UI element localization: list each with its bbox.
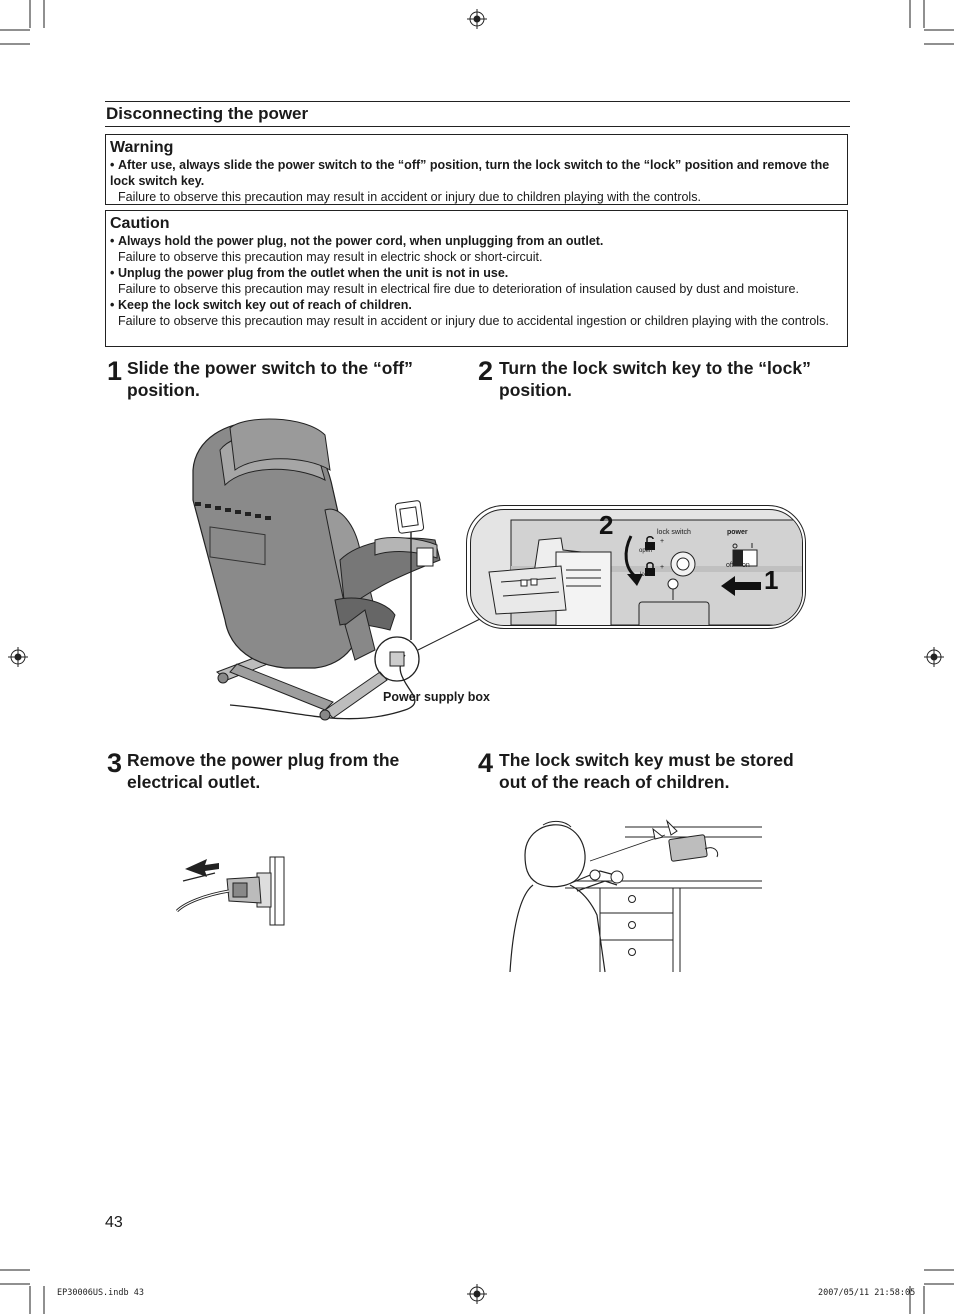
step-2-line2: position. — [499, 380, 572, 400]
bullet: • — [110, 234, 115, 248]
registration-mark-icon — [467, 9, 487, 29]
off-label: off — [726, 562, 734, 569]
step-3-line2: electrical outlet. — [127, 772, 261, 792]
detail-callout-box: 2 1 lock switch open lock power off on +… — [466, 505, 806, 629]
child-reaching-illustration — [509, 819, 762, 973]
detail-step-2-label: 2 — [599, 510, 614, 540]
step-2-line1: Turn the lock switch key to the “lock” — [499, 358, 811, 378]
step-1-text: Slide the power switch to the “off” posi… — [127, 357, 413, 401]
power-box-detail-drawing — [488, 519, 802, 625]
caution-item-text: Failure to observe this precaution may r… — [118, 282, 799, 296]
step-4-line2: out of the reach of children. — [499, 772, 730, 792]
plus-sign: + — [660, 564, 665, 571]
plus-sign: + — [660, 538, 665, 545]
step-4-text: The lock switch key must be stored out o… — [499, 749, 794, 793]
caution-item-bold: Always hold the power plug, not the powe… — [118, 234, 604, 248]
section-rule-top — [105, 101, 850, 102]
footer-timestamp: 2007/05/11 21:58:05 — [818, 1288, 916, 1298]
step-4-number: 4 — [478, 748, 494, 778]
warning-item-text: Failure to observe this precaution may r… — [118, 190, 701, 204]
lock-icon — [645, 562, 655, 576]
step-3-line1: Remove the power plug from the — [127, 750, 400, 770]
power-supply-box-label: Power supply box — [383, 690, 490, 704]
step-2-number: 2 — [478, 356, 494, 386]
detail-panel — [470, 509, 803, 626]
lock-label: lock — [640, 572, 651, 578]
caution-item-bold: Unplug the power plug from the outlet wh… — [118, 266, 509, 280]
caution-item-bold: Keep the lock switch key out of reach of… — [118, 298, 412, 312]
bullet: • — [110, 158, 115, 172]
step-3-text: Remove the power plug from the electrica… — [127, 749, 399, 793]
page-number: 43 — [105, 1214, 123, 1231]
caution-item: •Unplug the power plug from the outlet w… — [110, 265, 843, 297]
bullet: • — [110, 298, 115, 312]
unlock-icon — [645, 536, 655, 550]
caution-item: •Keep the lock switch key out of reach o… — [110, 297, 843, 329]
detail-step-1-label: 1 — [764, 565, 779, 595]
registration-mark-icon — [924, 647, 944, 667]
caution-box: Caution •Always hold the power plug, not… — [105, 210, 848, 347]
warning-item-bold: After use, always slide the power switch… — [110, 158, 830, 188]
caution-item: •Always hold the power plug, not the pow… — [110, 233, 843, 265]
arrow-down-icon — [624, 535, 643, 586]
step-4-line1: The lock switch key must be stored — [499, 750, 794, 770]
warning-box: Warning •After use, always slide the pow… — [105, 134, 848, 205]
on-label: on — [742, 562, 750, 569]
caution-item-text: Failure to observe this precaution may r… — [118, 314, 829, 328]
step-1-number: 1 — [107, 356, 123, 386]
section-rule-bottom — [105, 126, 850, 127]
lock-switch-label: lock switch — [657, 529, 691, 536]
power-label: power — [727, 529, 748, 536]
massage-chair-illustration — [192, 418, 441, 721]
arrow-left-icon — [721, 576, 761, 596]
unplug-illustration — [175, 856, 285, 926]
warning-item: •After use, always slide the power switc… — [110, 157, 843, 205]
registration-mark-icon — [467, 1284, 487, 1304]
caution-heading: Caution — [110, 215, 170, 232]
warning-heading: Warning — [110, 139, 174, 156]
step-1-line1: Slide the power switch to the “off” — [127, 358, 413, 378]
section-title: Disconnecting the power — [106, 104, 309, 123]
bullet: • — [110, 266, 115, 280]
open-label: open — [639, 548, 653, 554]
footer-file-info: EP30006US.indb 43 — [57, 1288, 144, 1298]
step-3-number: 3 — [107, 748, 123, 778]
caution-item-text: Failure to observe this precaution may r… — [118, 250, 543, 264]
registration-mark-icon — [8, 647, 28, 667]
step-1-line2: position. — [127, 380, 200, 400]
step-2-text: Turn the lock switch key to the “lock” p… — [499, 357, 811, 401]
